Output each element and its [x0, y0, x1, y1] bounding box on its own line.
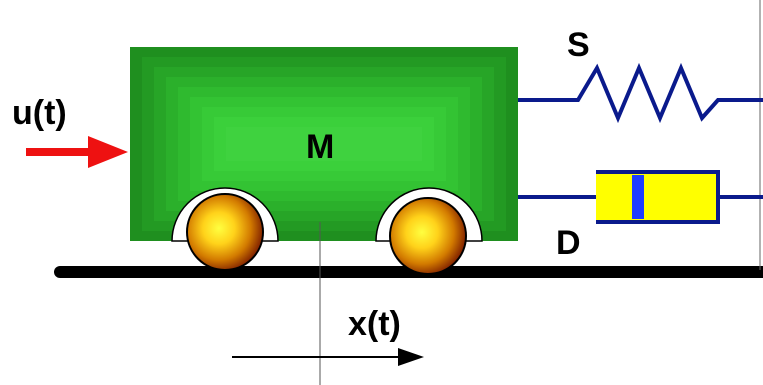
spring: [518, 62, 763, 124]
damper-piston: [632, 175, 644, 219]
mass-label: M: [306, 128, 334, 166]
damper-label: D: [556, 224, 581, 262]
spring-label: S: [567, 26, 590, 64]
wheel-right: [389, 197, 467, 275]
wheel-left: [186, 193, 264, 271]
displacement-label: x(t): [348, 305, 401, 343]
damper: [518, 170, 763, 224]
input-force-label: u(t): [12, 94, 67, 132]
displacement-arrow-icon: [232, 348, 424, 366]
right-arrow-icon: [26, 136, 128, 168]
